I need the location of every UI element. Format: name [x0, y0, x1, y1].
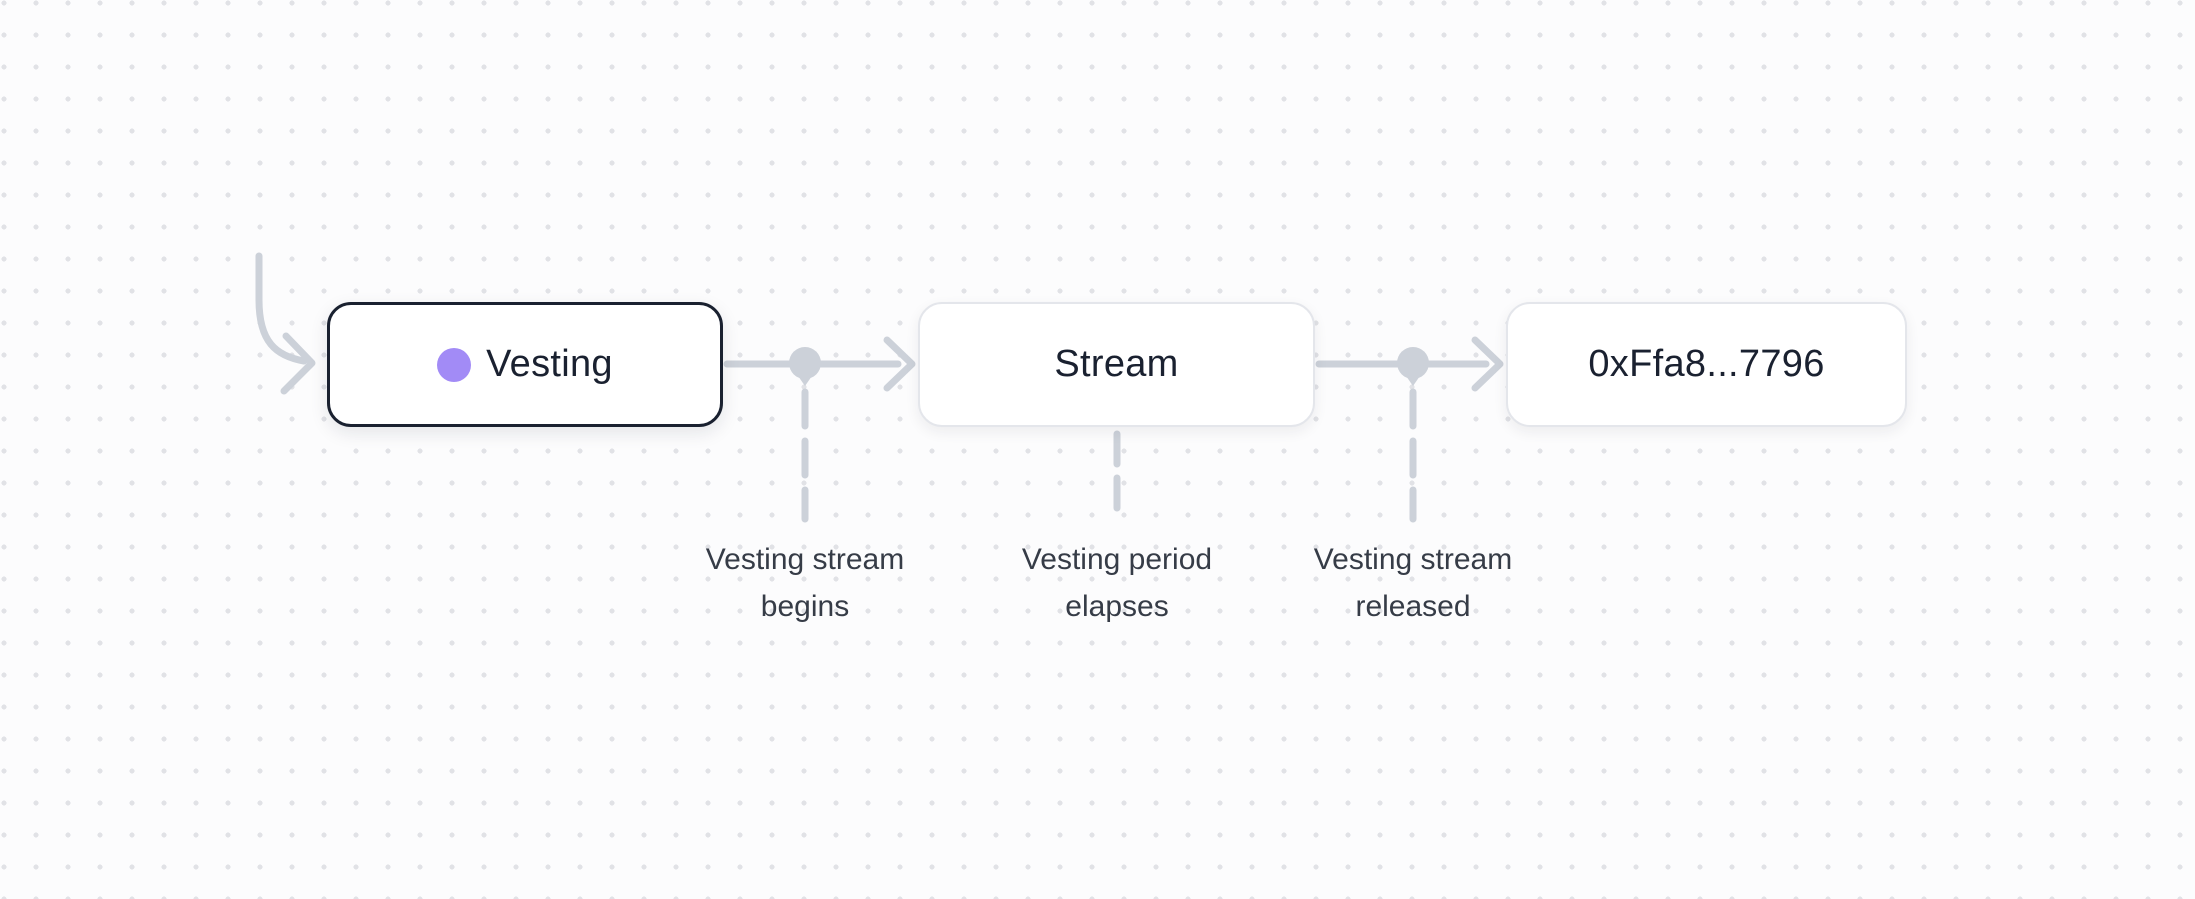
edge-label-line: begins — [760, 590, 850, 623]
edge-label-line: released — [1355, 590, 1471, 623]
status-dot-icon — [437, 347, 472, 382]
arrowhead-icon — [883, 336, 916, 392]
arrowhead-icon — [280, 332, 316, 395]
edge-label-line: Vesting stream — [705, 543, 905, 576]
arrowhead-icon — [1471, 336, 1504, 392]
node-address[interactable]: 0xFfa8...7796 — [1506, 302, 1907, 427]
edge-label-vesting-period-elapses: Vesting period elapses — [937, 536, 1297, 630]
edge-label-line: Vesting period — [1021, 543, 1213, 576]
entry-edge — [255, 252, 316, 395]
node-vesting[interactable]: Vesting — [327, 302, 723, 427]
node-address-label: 0xFfa8...7796 — [1588, 343, 1825, 385]
edge-waypoint-dot — [789, 347, 821, 379]
node-vesting-label: Vesting — [486, 343, 613, 385]
edge-label-vesting-stream-begins: Vesting stream begins — [625, 536, 985, 630]
edge-label-line: elapses — [1065, 590, 1169, 623]
edge-label-vesting-stream-released: Vesting stream released — [1233, 536, 1593, 630]
edge-waypoint-dot — [1397, 347, 1429, 379]
node-stream-label: Stream — [1054, 343, 1179, 385]
edge-stream-address — [1315, 336, 1504, 523]
node-stream[interactable]: Stream — [918, 302, 1315, 427]
edge-label-line: Vesting stream — [1313, 543, 1513, 576]
edge-vesting-stream — [723, 336, 916, 523]
